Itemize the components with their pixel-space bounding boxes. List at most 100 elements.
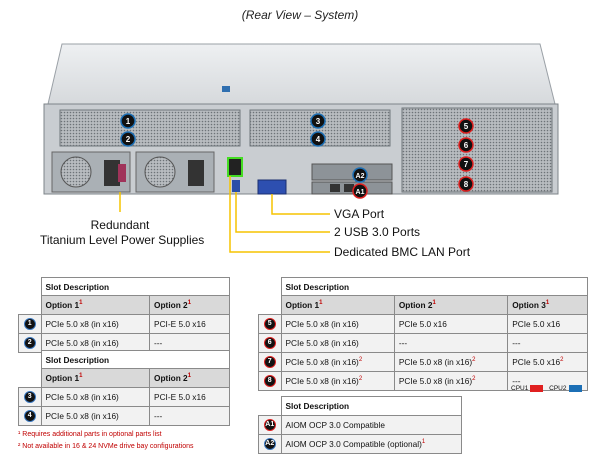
svg-text:7: 7 xyxy=(464,160,469,169)
slot-badge: 7 xyxy=(263,355,276,368)
cell: PCIe 5.0 x8 (in x16) xyxy=(40,332,151,353)
cpu-legend: CPU1 CPU2 xyxy=(511,385,586,392)
svg-text:8: 8 xyxy=(464,180,469,189)
legend-cpu2-label: CPU2 xyxy=(549,385,567,393)
badge-slot-2: 2 xyxy=(120,131,136,147)
slot-badge: A1 xyxy=(263,418,276,431)
badge-slot-8: 8 xyxy=(458,176,474,192)
riser-1-vent xyxy=(59,109,241,147)
legend-cpu1-swatch xyxy=(530,385,544,392)
slot-badge: A2 xyxy=(263,437,276,450)
svg-text:4: 4 xyxy=(316,135,321,144)
cell: --- xyxy=(507,332,588,353)
vga-port-label: VGA Port xyxy=(334,207,385,221)
svg-text:6: 6 xyxy=(464,141,469,150)
cell: PCI-E 5.0 x16 xyxy=(149,386,230,407)
slot-table-riser-2: Slot Description Option 11 Option 21 3 P… xyxy=(18,350,230,426)
slot-desc-header: Slot Description xyxy=(280,277,588,296)
chassis-lid xyxy=(47,43,556,105)
psu-label-line2: Titanium Level Power Supplies xyxy=(40,233,205,247)
table-row: 2 PCIe 5.0 x8 (in x16) --- xyxy=(18,332,230,353)
svg-text:A1: A1 xyxy=(356,189,365,196)
cell: PCIe 5.0 x162 xyxy=(507,351,588,372)
option-1-header: Option 11 xyxy=(280,295,395,315)
badge-slot-7: 7 xyxy=(458,156,474,172)
svg-text:2: 2 xyxy=(126,135,131,144)
cell: --- xyxy=(507,370,588,391)
option-1-header: Option 11 xyxy=(40,295,151,315)
svg-text:1: 1 xyxy=(126,117,131,126)
table-row: 4 PCIe 5.0 x8 (in x16) --- xyxy=(18,405,230,426)
table-row: A1 AIOM OCP 3.0 Compatible xyxy=(258,414,462,435)
badge-slot-1: 1 xyxy=(120,113,136,129)
badge-slot-4: 4 xyxy=(310,131,326,147)
vga-port xyxy=(257,179,287,195)
option-2-header: Option 21 xyxy=(149,295,230,315)
table-row: 7 PCIe 5.0 x8 (in x16)2 PCIe 5.0 x8 (in … xyxy=(258,351,588,372)
slot-desc-header: Slot Description xyxy=(280,396,462,416)
slot-table-riser-1: Slot Description Option 11 Option 21 1 P… xyxy=(18,277,230,353)
svg-text:3: 3 xyxy=(316,117,321,126)
cell: PCIe 5.0 x8 (in x16) xyxy=(40,405,151,426)
legend-cpu2-swatch xyxy=(568,385,582,392)
slot-badge: 6 xyxy=(263,336,276,349)
callout-lines xyxy=(119,176,330,253)
table-row: A2 AIOM OCP 3.0 Compatible (optional)1 xyxy=(258,433,462,454)
table-row: 6 PCIe 5.0 x8 (in x16) --- --- xyxy=(258,332,588,353)
slot-badge: 8 xyxy=(263,374,276,387)
cell: PCIe 5.0 x16 xyxy=(507,313,588,334)
option-2-header: Option 21 xyxy=(149,368,230,388)
cell: --- xyxy=(149,405,230,426)
psu-label-line1: Redundant xyxy=(90,218,150,232)
slot-table-aiom: Slot Description A1 AIOM OCP 3.0 Compati… xyxy=(258,396,462,454)
svg-text:5: 5 xyxy=(464,122,469,131)
right-vent xyxy=(401,107,553,193)
cell: PCIe 5.0 x16 xyxy=(393,313,509,334)
slot-badge: 4 xyxy=(23,409,36,422)
table-row: 8 PCIe 5.0 x8 (in x16)2 PCIe 5.0 x8 (in … xyxy=(258,370,588,391)
svg-text:A2: A2 xyxy=(356,173,365,180)
footnote-1: ¹ Requires additional parts in optional … xyxy=(18,431,162,438)
cell: PCI-E 5.0 x16 xyxy=(149,313,230,334)
cell: PCIe 5.0 x8 (in x16)2 xyxy=(280,370,395,391)
slot-badge: 3 xyxy=(23,390,36,403)
cell: PCIe 5.0 x8 (in x16) xyxy=(280,332,395,353)
cell: PCIe 5.0 x8 (in x16) xyxy=(280,313,395,334)
footnotes: ¹ Requires additional parts in optional … xyxy=(18,429,193,453)
cell: PCIe 5.0 x8 (in x16) xyxy=(40,386,151,407)
option-2-header: Option 21 xyxy=(393,295,509,315)
lid-label xyxy=(222,86,230,92)
bmc-lan-label: Dedicated BMC LAN Port xyxy=(334,245,471,259)
cell: PCIe 5.0 x8 (in x16)2 xyxy=(280,351,395,372)
diagram-title: (Rear View – System) xyxy=(241,8,359,22)
psu-label: Redundant Titanium Level Power Supplies xyxy=(40,218,205,248)
badge-slot-a1: A1 xyxy=(352,183,368,199)
slot-table-riser-3: Slot Description Option 11 Option 21 Opt… xyxy=(258,277,588,391)
cell: --- xyxy=(149,332,230,353)
legend-cpu1-label: CPU1 xyxy=(511,385,529,393)
aiom-a2 xyxy=(311,163,393,181)
footnote-2: ² Not available in 16 & 24 NVMe drive ba… xyxy=(18,443,194,450)
badge-slot-a2: A2 xyxy=(352,167,368,183)
cell: AIOM OCP 3.0 Compatible xyxy=(280,414,462,435)
slot-badge: 5 xyxy=(263,317,276,330)
table-row: 3 PCIe 5.0 x8 (in x16) PCI-E 5.0 x16 xyxy=(18,386,230,407)
slot-badge: 2 xyxy=(23,336,36,349)
badge-slot-6: 6 xyxy=(458,137,474,153)
cell: --- xyxy=(393,332,509,353)
slot-badge: 1 xyxy=(23,317,36,330)
server-rear-view: 1 2 3 4 A2 A1 5 6 7 8 xyxy=(43,43,559,253)
cell: AIOM OCP 3.0 Compatible (optional)1 xyxy=(280,433,462,454)
table-row: 1 PCIe 5.0 x8 (in x16) PCI-E 5.0 x16 xyxy=(18,313,230,334)
cell: PCIe 5.0 x8 (in x16) xyxy=(40,313,151,334)
usb-ports-label: 2 USB 3.0 Ports xyxy=(334,225,421,239)
psu-1 xyxy=(51,151,131,193)
option-1-header: Option 11 xyxy=(40,368,151,388)
table-row: 5 PCIe 5.0 x8 (in x16) PCIe 5.0 x16 PCIe… xyxy=(258,313,588,334)
cell: PCIe 5.0 x8 (in x16)2 xyxy=(393,370,509,391)
cell: PCIe 5.0 x8 (in x16)2 xyxy=(393,351,509,372)
slot-desc-header: Slot Description xyxy=(40,350,230,369)
bmc-lan-port xyxy=(227,157,243,177)
usb-ports xyxy=(232,180,240,192)
slot-desc-header: Slot Description xyxy=(40,277,230,296)
